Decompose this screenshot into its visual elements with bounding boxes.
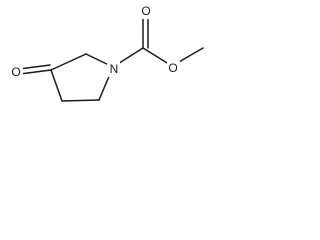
bond-c4-c3	[50, 69, 63, 102]
ring-nitrogen-label: N	[110, 62, 119, 76]
carbonyl-oxygen-label: O	[141, 4, 150, 18]
ketone-oxygen-bg	[10, 65, 23, 80]
bond-c3-ketone-o-1	[19, 69, 52, 75]
bond-c5-c4	[61, 99, 100, 102]
ester-oxygen-bg	[167, 61, 180, 76]
bond-c3-c2	[50, 53, 87, 71]
ketone-oxygen-label: O	[11, 65, 20, 79]
molecule-structure: O N O O	[10, 4, 204, 102]
structure-canvas: O N O O	[0, 0, 219, 122]
ester-oxygen-label: O	[168, 61, 177, 75]
carbonyl-oxygen-bg	[139, 4, 152, 19]
bond-c3-ketone-o-2	[18, 64, 51, 70]
ring-nitrogen-bg	[107, 62, 120, 77]
